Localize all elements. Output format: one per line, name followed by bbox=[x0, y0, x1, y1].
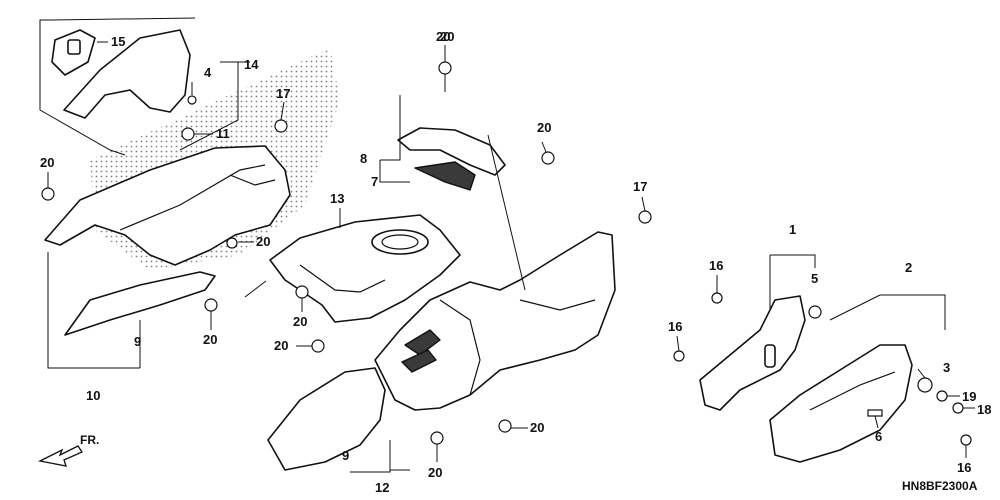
clip-20-f bbox=[430, 431, 444, 445]
clip-6 bbox=[867, 409, 883, 417]
collar-3 bbox=[917, 377, 933, 393]
part-13-tray bbox=[269, 214, 461, 323]
inset-box-14 bbox=[39, 17, 239, 156]
callout-1: 1 bbox=[789, 222, 796, 237]
callout-14: 14 bbox=[244, 57, 259, 72]
callout-20: 20 bbox=[274, 338, 288, 353]
callout-20: 20 bbox=[428, 465, 442, 480]
callout-20: 20 bbox=[256, 234, 270, 249]
grommet-11 bbox=[181, 127, 195, 141]
callout-16: 16 bbox=[957, 460, 971, 475]
callout-numbers: 15 4 14 11 17 20 20 10 9 20 13 20 20 20 … bbox=[40, 29, 991, 495]
clip-20-d bbox=[311, 339, 325, 353]
callout-18: 18 bbox=[977, 402, 991, 417]
bolt-17-right bbox=[638, 210, 652, 224]
bolt-18 bbox=[952, 402, 964, 414]
callout-3: 3 bbox=[943, 360, 950, 375]
part-7-trim bbox=[414, 161, 476, 191]
part-9-strip-lower bbox=[267, 367, 386, 471]
callout-11: 11 bbox=[216, 126, 230, 141]
callout-17: 17 bbox=[633, 179, 647, 194]
part-1-bracket bbox=[699, 254, 816, 411]
callout-16: 16 bbox=[709, 258, 723, 273]
part-14-bracket bbox=[63, 29, 191, 119]
clip-20-b bbox=[204, 298, 218, 312]
fasteners bbox=[41, 61, 972, 446]
callout-15: 15 bbox=[111, 34, 125, 49]
bolt-17-left bbox=[274, 119, 288, 133]
callout-20: 20 bbox=[440, 29, 454, 44]
callout-6: 6 bbox=[875, 429, 882, 444]
part-10-side-cover bbox=[44, 145, 291, 369]
clip-20-mid bbox=[226, 237, 238, 249]
clip-20-g bbox=[498, 419, 512, 433]
washer-19 bbox=[936, 390, 948, 402]
callout-2: 2 bbox=[905, 260, 912, 275]
direction-label: FR. bbox=[80, 433, 99, 447]
part-2-cover bbox=[769, 294, 946, 463]
front-direction-arrow-icon bbox=[37, 445, 83, 467]
bolt-16-a bbox=[711, 292, 723, 304]
bolt-16-c bbox=[960, 434, 972, 446]
bolt-16-b bbox=[673, 350, 685, 362]
nut-5 bbox=[808, 305, 822, 319]
clip-20-left bbox=[41, 187, 55, 201]
clip-20-e bbox=[541, 151, 555, 165]
part-8-brace bbox=[379, 95, 506, 191]
clip-20-c bbox=[295, 285, 309, 299]
callout-9: 9 bbox=[134, 334, 141, 349]
callout-20: 20 bbox=[293, 314, 307, 329]
diagram-code: HN8BF2300A bbox=[902, 479, 978, 493]
bolt-20-top bbox=[438, 61, 452, 75]
callout-16: 16 bbox=[668, 319, 682, 334]
part-15-slot bbox=[67, 39, 81, 55]
honda-wing-logo bbox=[401, 329, 441, 373]
part-4-ring bbox=[187, 95, 197, 105]
callout-8: 8 bbox=[360, 151, 367, 166]
callout-20: 20 bbox=[203, 332, 217, 347]
callout-19: 19 bbox=[962, 389, 976, 404]
callout-5: 5 bbox=[811, 271, 818, 286]
callout-20: 20 bbox=[436, 29, 450, 44]
callout-20: 20 bbox=[530, 420, 544, 435]
callout-10: 10 bbox=[86, 388, 100, 403]
part-9-strip-left bbox=[64, 271, 216, 336]
leader-lines bbox=[47, 41, 975, 462]
part-12-main-cover bbox=[267, 231, 616, 473]
callout-20: 20 bbox=[537, 120, 551, 135]
callout-17: 17 bbox=[276, 86, 290, 101]
callout-9: 9 bbox=[342, 448, 349, 463]
callout-4: 4 bbox=[204, 65, 212, 80]
callout-12: 12 bbox=[375, 480, 389, 495]
callout-20: 20 bbox=[40, 155, 54, 170]
callout-7: 7 bbox=[371, 174, 378, 189]
callout-13: 13 bbox=[330, 191, 344, 206]
